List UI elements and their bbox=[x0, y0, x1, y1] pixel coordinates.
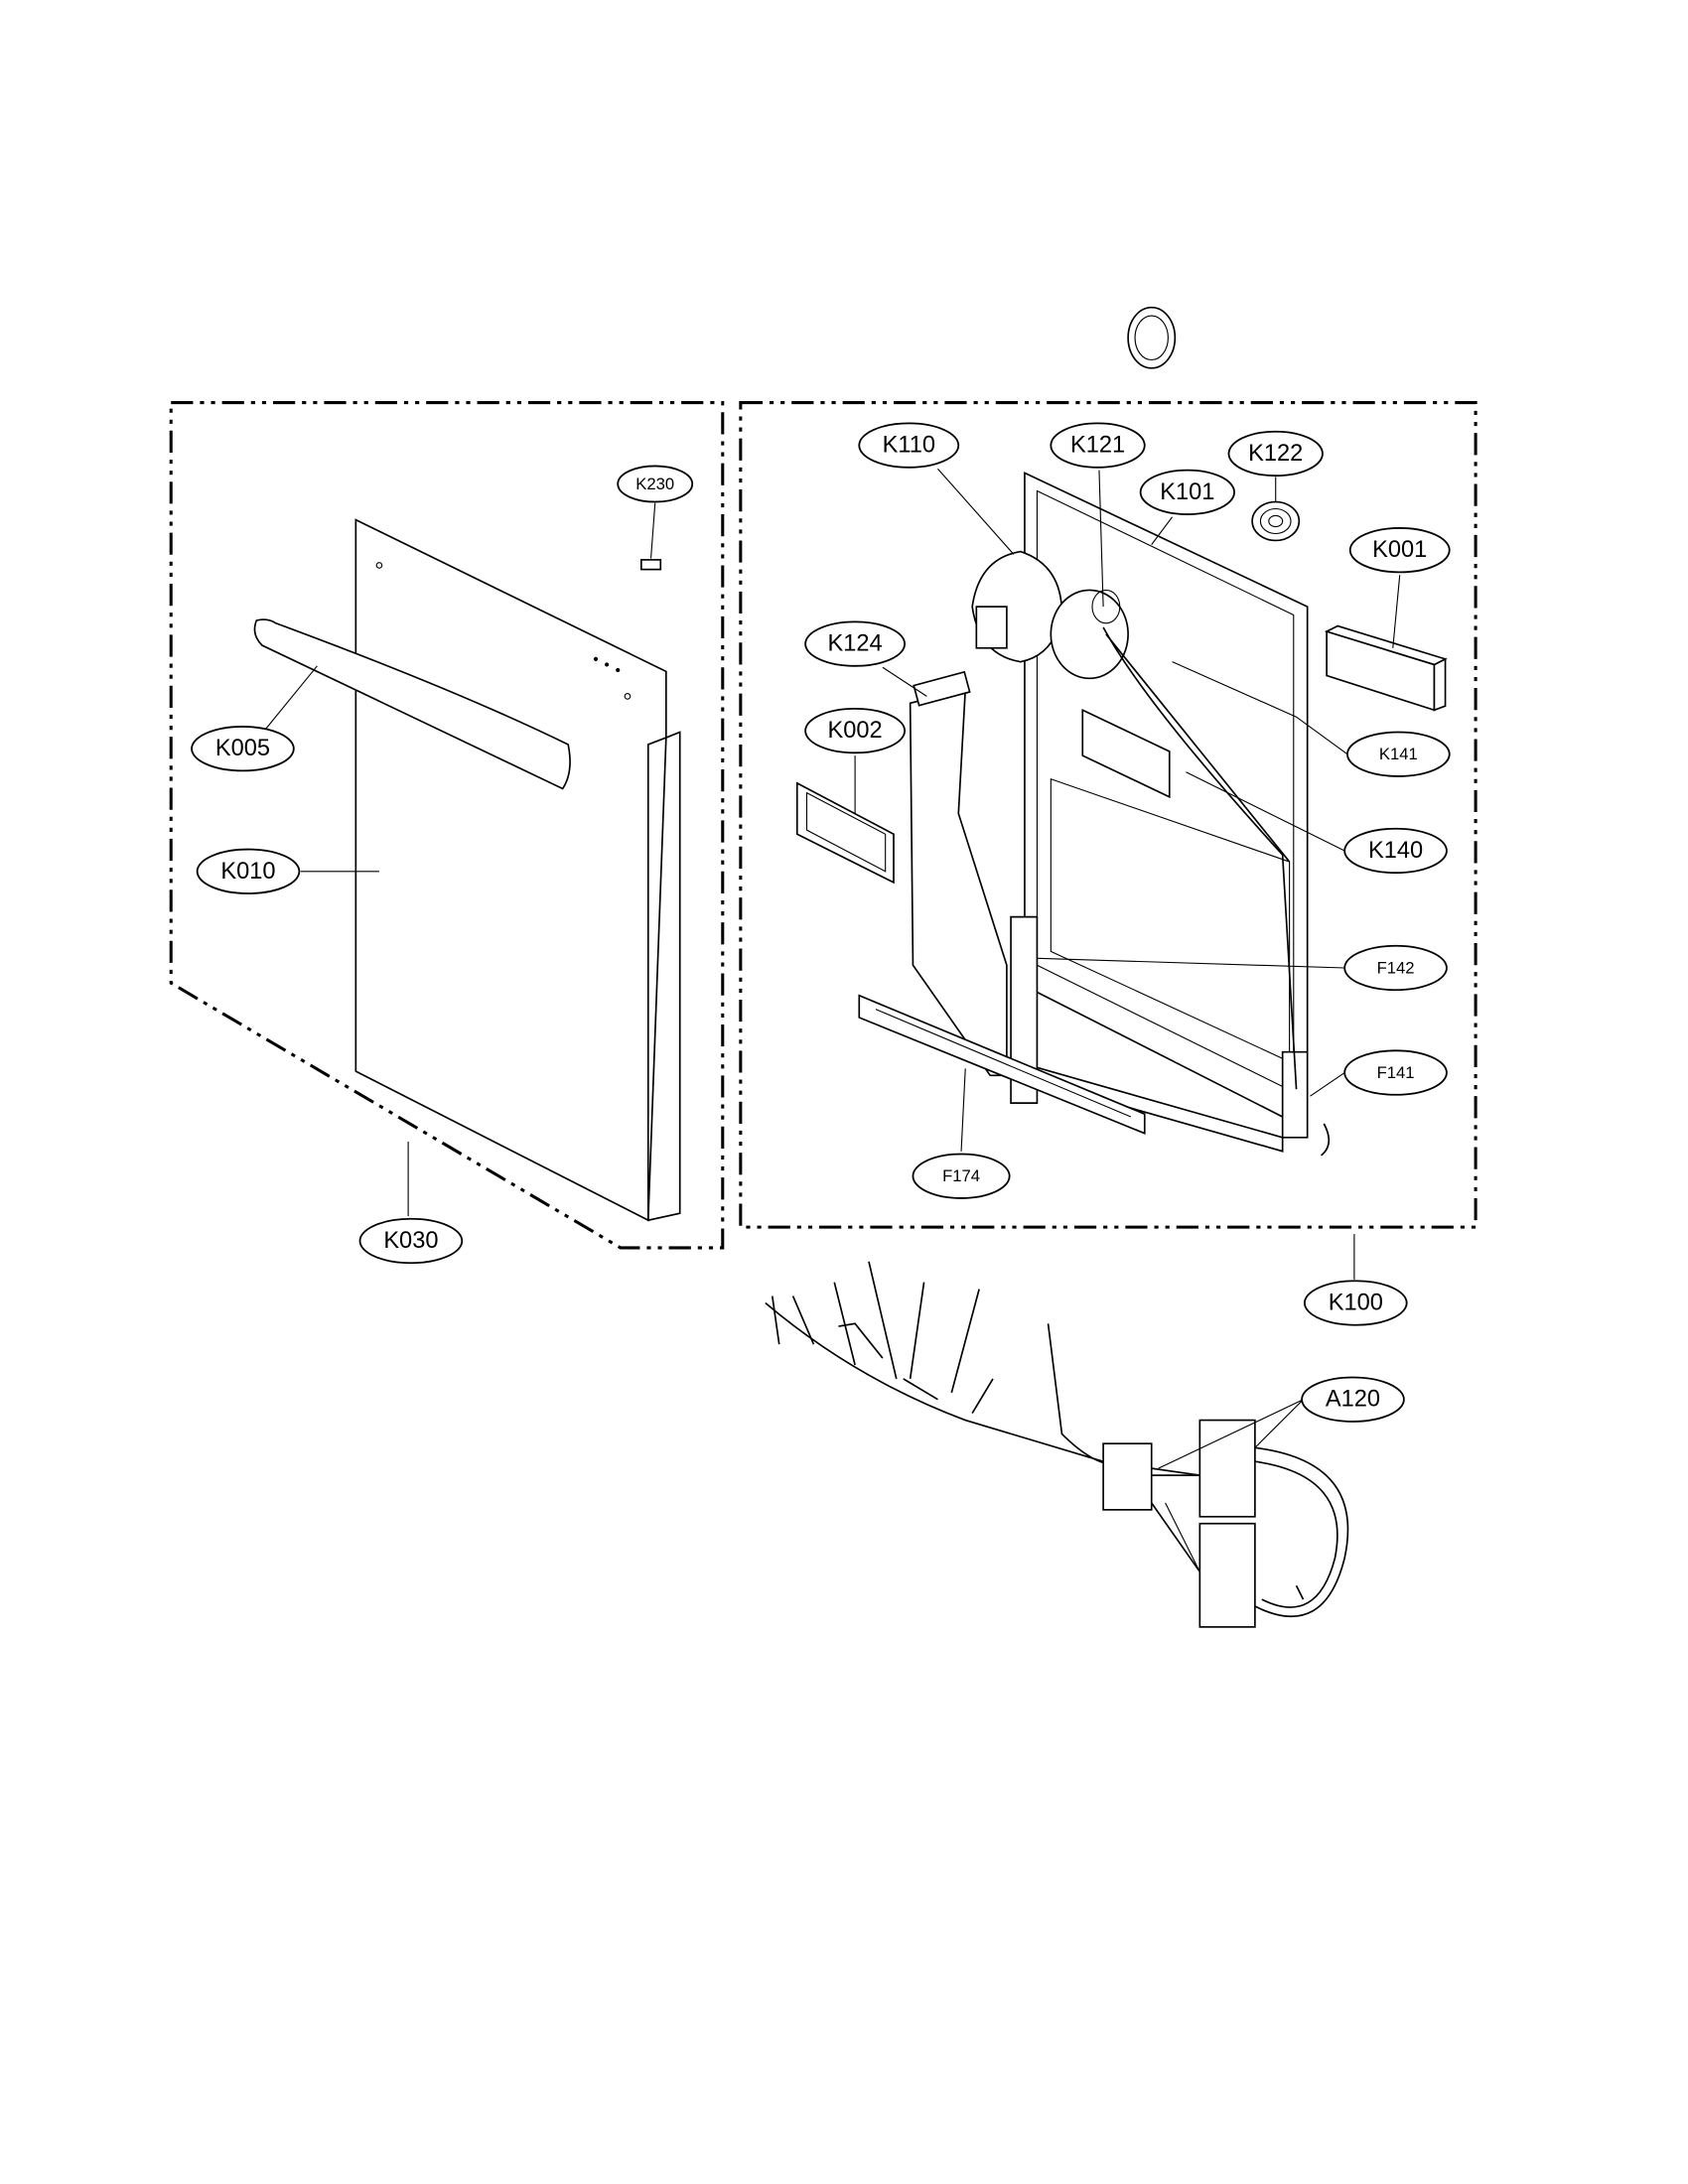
vent-k122 bbox=[1251, 500, 1301, 542]
door-assembly-boundary bbox=[169, 401, 725, 1250]
inner-door-assembly-boundary bbox=[739, 401, 1477, 1229]
label-k230: K230 bbox=[617, 465, 694, 503]
label-text: K001 bbox=[1372, 537, 1427, 563]
door-handle bbox=[253, 618, 571, 790]
label-text: F142 bbox=[1377, 958, 1415, 977]
label-text: K122 bbox=[1248, 441, 1303, 467]
duct-k124 bbox=[909, 688, 1008, 1077]
label-k002: K002 bbox=[804, 707, 907, 754]
label-k001: K001 bbox=[1348, 527, 1451, 574]
control-module-k001 bbox=[1324, 624, 1448, 712]
label-k110: K110 bbox=[858, 422, 960, 469]
label-text: K110 bbox=[883, 433, 935, 459]
label-text: K002 bbox=[828, 718, 883, 744]
tube-k140 bbox=[1102, 626, 1298, 1090]
gasket-k002 bbox=[795, 781, 895, 885]
label-f142: F142 bbox=[1343, 944, 1448, 992]
label-a120: A120 bbox=[1301, 1376, 1405, 1423]
label-k124: K124 bbox=[804, 620, 907, 667]
label-k141: K141 bbox=[1346, 731, 1451, 777]
label-text: F174 bbox=[942, 1166, 980, 1185]
label-text: K010 bbox=[220, 859, 275, 885]
label-text: K121 bbox=[1070, 433, 1125, 459]
label-text: K230 bbox=[635, 475, 674, 493]
label-text: K100 bbox=[1329, 1291, 1383, 1316]
bar-f174 bbox=[858, 994, 1146, 1135]
label-k100: K100 bbox=[1303, 1280, 1408, 1326]
label-k121: K121 bbox=[1050, 422, 1146, 469]
label-text: K141 bbox=[1379, 745, 1418, 763]
label-k101: K101 bbox=[1139, 469, 1235, 515]
label-text: K030 bbox=[383, 1228, 438, 1254]
label-f141: F141 bbox=[1343, 1049, 1448, 1096]
label-text: K101 bbox=[1160, 479, 1214, 505]
label-text: A120 bbox=[1326, 1387, 1380, 1413]
label-text: F141 bbox=[1377, 1063, 1415, 1082]
small-part-k230 bbox=[640, 559, 662, 571]
label-f174: F174 bbox=[912, 1153, 1011, 1199]
dispenser-k110 bbox=[971, 550, 1129, 680]
label-text: K124 bbox=[828, 631, 883, 657]
label-k010: K010 bbox=[196, 848, 301, 894]
label-text: K005 bbox=[215, 736, 270, 761]
label-k122: K122 bbox=[1227, 430, 1324, 478]
label-k030: K030 bbox=[358, 1217, 464, 1265]
door-panel bbox=[354, 518, 681, 1222]
leader-lines bbox=[261, 468, 1401, 1572]
wire-harness-a120 bbox=[765, 1261, 1349, 1628]
label-k140: K140 bbox=[1343, 827, 1448, 875]
label-text: K140 bbox=[1368, 838, 1423, 864]
label-k005: K005 bbox=[191, 726, 295, 772]
